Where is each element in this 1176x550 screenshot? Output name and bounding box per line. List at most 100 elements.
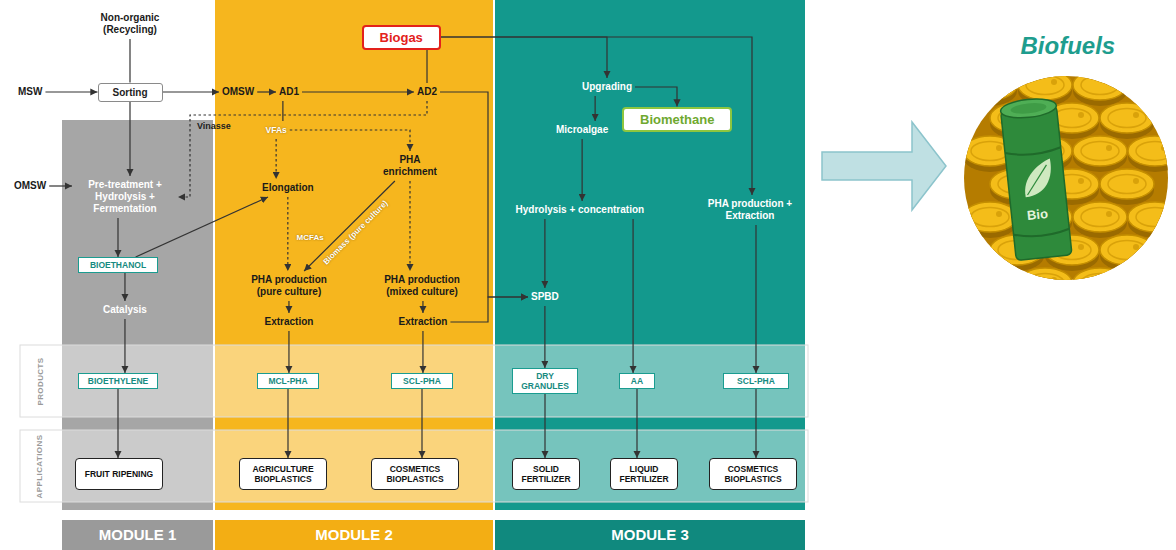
barrel-top <box>1100 103 1154 139</box>
row-heading: APPLICATIONS <box>35 434 44 498</box>
node-text: AA <box>626 376 648 386</box>
application-box: LIQUID FERTILIZER <box>610 458 678 490</box>
connector <box>287 389 288 458</box>
connector <box>288 301 289 313</box>
connector <box>302 91 414 92</box>
node-text: PHA production + Extraction <box>703 198 798 222</box>
leaf-vein <box>1025 165 1050 195</box>
connector <box>440 92 528 297</box>
process-step: Hydrolysis + concentration <box>516 204 645 216</box>
node-text: MODULE 1 <box>62 520 213 550</box>
connector <box>124 319 125 373</box>
connector <box>290 130 410 151</box>
barrel-top <box>1100 235 1154 271</box>
node-text: MCL-PHA <box>264 376 312 386</box>
barrel-top <box>1073 268 1127 304</box>
node-text: Elongation <box>262 182 314 194</box>
stream-label: VFAs <box>266 124 287 136</box>
node-text: COSMETICS BIOPLASTICS <box>375 464 455 484</box>
node-text: Hydrolysis + concentration <box>516 204 645 216</box>
module-bar <box>215 520 493 550</box>
connector <box>450 297 528 322</box>
barrel-top <box>1128 268 1176 304</box>
green-barrel <box>1000 97 1072 261</box>
node-text: Biogas <box>380 30 423 45</box>
connector <box>287 197 288 271</box>
process-step: Elongation <box>262 182 314 194</box>
barrel-top <box>1073 70 1127 106</box>
row-heading-box: APPLICATIONS <box>35 434 44 498</box>
node-text: Pre-treatment + Hydrolysis + Fermentatio… <box>75 179 175 215</box>
module-bar <box>62 520 213 550</box>
connector <box>288 331 289 373</box>
process-step: PHA production + Extraction <box>703 198 798 222</box>
node-text: VFAs <box>266 124 287 136</box>
barrel-rib <box>1005 147 1061 157</box>
connector <box>426 50 427 84</box>
connector <box>635 87 677 107</box>
process-step: PHA production (pure culture) <box>239 274 339 298</box>
connector <box>276 139 277 179</box>
digester-label: AD1 <box>279 86 299 98</box>
barrel-text: Bio <box>1026 205 1048 222</box>
node-text: FRUIT RIPENING <box>85 469 153 479</box>
node-text: SCL-PHA <box>398 376 446 386</box>
module-bar <box>495 520 805 550</box>
row-heading-box: PRODUCTS <box>36 357 45 405</box>
connector <box>282 101 283 121</box>
connector <box>49 185 72 186</box>
connector <box>117 218 118 257</box>
barrel-top <box>963 70 1017 106</box>
products-band <box>20 345 808 417</box>
process-step: Pre-treatment + Hydrolysis + Fermentatio… <box>75 179 175 215</box>
node-text: AGRICULTURE BIOPLASTICS <box>243 464 323 484</box>
connector <box>178 101 427 197</box>
input-label: OMSW <box>14 180 46 192</box>
connector <box>129 39 130 83</box>
node-text: Extraction <box>265 316 314 328</box>
connector <box>632 219 633 373</box>
process-step: PHA production (mixed culture) <box>372 274 472 298</box>
product-box: AA <box>619 373 655 389</box>
node-text: AD2 <box>417 86 437 98</box>
connector <box>595 96 596 121</box>
process-step: PHA enrichment <box>375 154 445 178</box>
biomethane-box: Biomethane <box>622 107 732 132</box>
node-text: Sorting <box>113 87 148 98</box>
process-step: Microalgae <box>556 124 608 136</box>
node-text: Microalgae <box>556 124 608 136</box>
application-box: COSMETICS BIOPLASTICS <box>371 458 459 490</box>
big-arrow <box>822 122 946 210</box>
barrels-ground <box>960 70 1175 285</box>
edge-label-box: MCFAs <box>297 233 324 242</box>
connector <box>124 273 125 301</box>
product-box: SCL-PHA <box>723 373 789 389</box>
edge-label-box: Vinasse <box>197 121 231 131</box>
biogas-box: Biogas <box>362 25 441 50</box>
barrel-top <box>1128 136 1176 172</box>
picture-caption: Biofuels <box>1021 32 1116 60</box>
process-step: OMSW <box>222 86 254 98</box>
node-text: Upgrading <box>582 81 632 93</box>
node-text: Catalysis <box>103 304 147 316</box>
input-label: MSW <box>18 86 42 98</box>
application-box: AGRICULTURE BIOPLASTICS <box>239 458 327 490</box>
node-text: OMSW <box>14 180 46 192</box>
node-text: MODULE 3 <box>495 520 805 550</box>
barrel-top <box>1128 202 1176 238</box>
product-box: BIOETHYLENE <box>78 373 158 389</box>
connector <box>421 389 422 458</box>
biofuel-barrels-picture <box>960 70 1176 304</box>
process-step: Upgrading <box>582 81 632 93</box>
node-text: MODULE 2 <box>215 520 493 550</box>
connector <box>441 37 607 78</box>
applications-band <box>20 430 808 502</box>
connector <box>304 181 395 271</box>
connector <box>582 139 583 201</box>
connector <box>441 37 752 195</box>
connector <box>257 91 276 92</box>
edge-label: Vinasse <box>197 121 231 131</box>
connector <box>544 394 545 458</box>
node-text: SOLID FERTILIZER <box>516 464 576 484</box>
barrel-text-box: Bio <box>1026 205 1048 222</box>
